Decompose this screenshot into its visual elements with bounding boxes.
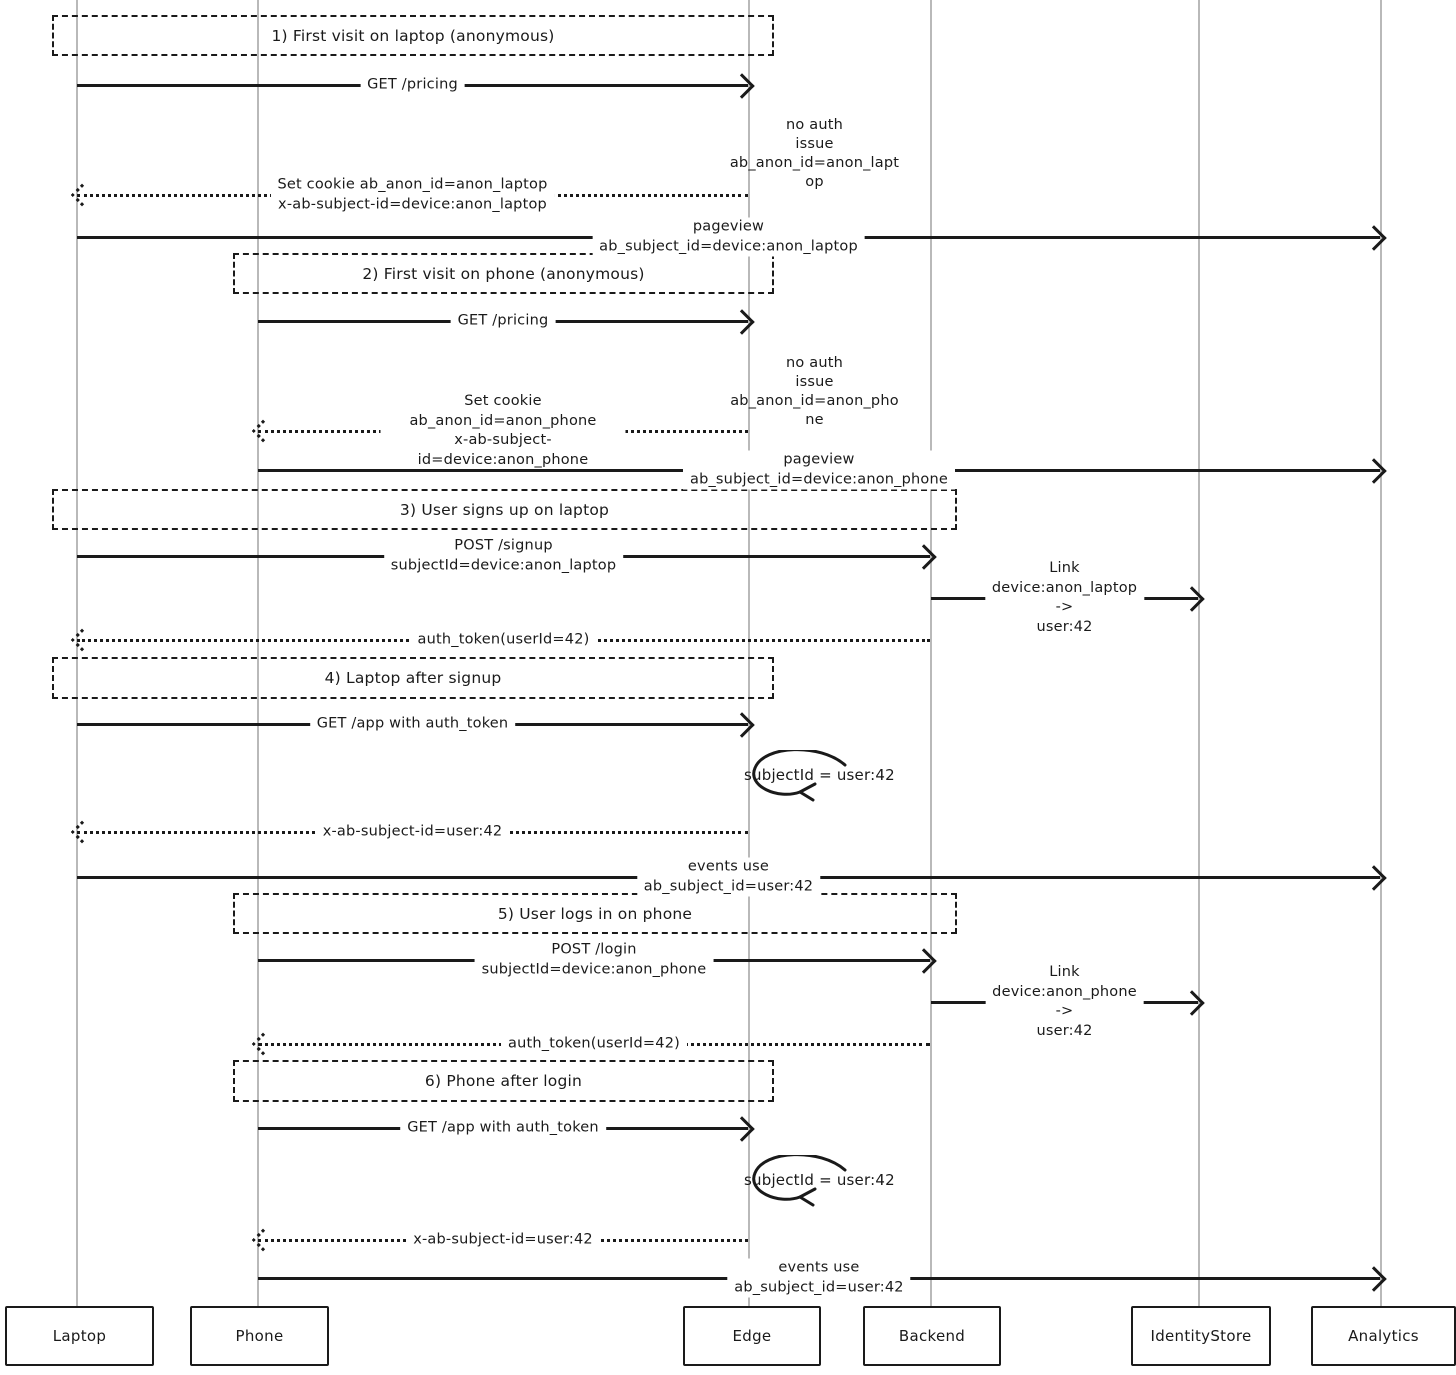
arrowhead-right-icon — [1361, 1266, 1387, 1292]
section-frame-5: 5) User logs in on phone — [233, 893, 957, 934]
message-label: GET /app with auth_token — [400, 1118, 606, 1138]
actor-label: IdentityStore — [1150, 1327, 1252, 1345]
section-label: 4) Laptop after signup — [324, 669, 502, 687]
section-label: 5) User logs in on phone — [497, 904, 693, 923]
message-label: pageview ab_subject_id=device:anon_lapto… — [592, 217, 865, 257]
self-loop-label: subjectId = user:42 — [744, 766, 895, 784]
actor-box-analytics: Analytics — [1311, 1306, 1456, 1366]
arrowhead-right-icon — [911, 544, 937, 570]
arrowhead-right-icon — [1179, 990, 1205, 1016]
arrowhead-left-icon — [251, 1032, 275, 1056]
arrowhead-right-icon — [1361, 225, 1387, 251]
message-label: GET /pricing — [360, 75, 465, 95]
message-label: auth_token(userId=42) — [501, 1034, 687, 1054]
arrowhead-left-icon — [70, 628, 94, 652]
actor-label: Edge — [732, 1327, 772, 1345]
message-label: pageview ab_subject_id=device:anon_phone — [682, 450, 956, 490]
self-loop-arrow-edge-1 — [752, 750, 847, 802]
actor-box-phone: Phone — [190, 1306, 329, 1366]
section-frame-1: 1) First visit on laptop (anonymous) — [52, 15, 774, 56]
lifeline-edge — [748, 0, 750, 1306]
self-loop-label: subjectId = user:42 — [744, 1171, 895, 1189]
message-label: GET /app with auth_token — [309, 714, 516, 734]
actor-box-edge: Edge — [683, 1306, 821, 1366]
message-label: x-ab-subject-id=user:42 — [406, 1230, 600, 1250]
self-loop-text: subjectId = user:42 — [744, 766, 895, 784]
arrowhead-right-icon — [1361, 458, 1387, 484]
section-frame-6: 6) Phone after login — [233, 1060, 774, 1102]
message-label: x-ab-subject-id=user:42 — [315, 822, 510, 842]
note-no-auth-phone: no auth issue ab_anon_id=anon_pho ne — [722, 335, 907, 430]
actor-label: Analytics — [1348, 1327, 1419, 1345]
section-frame-2: 2) First visit on phone (anonymous) — [233, 253, 774, 294]
section-frame-4: 4) Laptop after signup — [52, 657, 774, 699]
message-label: Set cookie ab_anon_id=anon_phone x-ab-su… — [380, 392, 626, 470]
lifeline-backend — [930, 0, 932, 1306]
lifeline-identitystore — [1198, 0, 1200, 1306]
arrowhead-right-icon — [1179, 586, 1205, 612]
section-frame-3: 3) User signs up on laptop — [52, 489, 957, 530]
message-label: Link device:anon_laptop -> user:42 — [984, 559, 1145, 637]
arrowhead-left-icon — [251, 419, 275, 443]
note-text: no auth issue ab_anon_id=anon_pho ne — [730, 355, 899, 428]
arrowhead-right-icon — [911, 948, 937, 974]
lifeline-phone — [257, 0, 259, 1306]
actor-box-backend: Backend — [863, 1306, 1001, 1366]
arrowhead-right-icon — [1361, 865, 1387, 891]
message-label: Link device:anon_phone -> user:42 — [985, 963, 1144, 1041]
actor-box-laptop: Laptop — [5, 1306, 154, 1366]
message-label: Set cookie ab_anon_id=anon_laptop x-ab-s… — [270, 175, 555, 215]
note-text: no auth issue ab_anon_id=anon_lapt op — [729, 117, 900, 190]
section-label: 1) First visit on laptop (anonymous) — [271, 26, 555, 45]
message-label: events use ab_subject_id=user:42 — [636, 857, 821, 897]
message-label: events use ab_subject_id=user:42 — [727, 1258, 911, 1298]
message-label: POST /login subjectId=device:anon_phone — [474, 940, 714, 980]
arrowhead-right-icon — [729, 712, 755, 738]
message-label: POST /signup subjectId=device:anon_lapto… — [383, 536, 624, 576]
arrowhead-right-icon — [729, 309, 755, 335]
section-label: 3) User signs up on laptop — [399, 500, 610, 519]
self-loop-text: subjectId = user:42 — [744, 1171, 895, 1189]
message-label: auth_token(userId=42) — [410, 630, 597, 650]
note-no-auth-laptop: no auth issue ab_anon_id=anon_lapt op — [722, 97, 907, 192]
actor-label: Backend — [898, 1327, 966, 1345]
arrowhead-left-icon — [70, 183, 94, 207]
arrowhead-right-icon — [729, 1116, 755, 1142]
section-label: 2) First visit on phone (anonymous) — [362, 264, 645, 283]
actor-label: Phone — [235, 1327, 284, 1345]
arrowhead-right-icon — [729, 73, 755, 99]
self-loop-arrow-edge-2 — [752, 1155, 847, 1207]
arrowhead-left-icon — [70, 820, 94, 844]
arrowhead-left-icon — [251, 1228, 275, 1252]
section-label: 6) Phone after login — [424, 1072, 583, 1090]
lifeline-analytics — [1380, 0, 1382, 1306]
message-label: GET /pricing — [450, 311, 556, 331]
lifeline-laptop — [76, 0, 78, 1306]
actor-label: Laptop — [52, 1327, 107, 1345]
actor-box-identitystore: IdentityStore — [1131, 1306, 1271, 1366]
